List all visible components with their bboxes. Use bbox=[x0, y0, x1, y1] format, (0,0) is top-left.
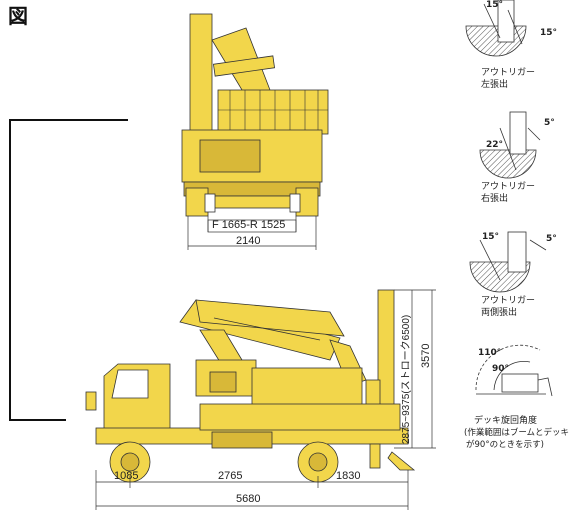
outrigger-stroke-value: 2875~9375(ストローク6500) bbox=[401, 314, 412, 444]
outrigger-left-angle-a: 15° bbox=[486, 0, 504, 10]
deck-rotation-diagram bbox=[475, 344, 553, 397]
outrigger-both-angle-b: 5° bbox=[546, 234, 557, 244]
overall-height-value: 3570 bbox=[420, 343, 432, 368]
side-view-truck bbox=[85, 289, 416, 483]
side-dimension-lines bbox=[95, 289, 436, 510]
outrigger-left-angle-b: 15° bbox=[540, 28, 558, 38]
front-view-truck bbox=[181, 13, 329, 217]
deck-angle-outer: 110° bbox=[478, 348, 502, 358]
outrigger-right-caption-1: アウトリガー bbox=[481, 182, 536, 192]
rear-overhang-value: 1830 bbox=[336, 470, 361, 482]
front-overhang-value: 1085 bbox=[114, 470, 139, 482]
deck-caption-1: デッキ旋回角度 bbox=[474, 416, 538, 426]
overall-length-value: 5680 bbox=[236, 493, 261, 505]
outrigger-left-caption-2: 左張出 bbox=[481, 80, 509, 90]
deck-caption-2: (作業範囲はブームとデッキ bbox=[464, 428, 570, 438]
front-dimension-lines bbox=[187, 216, 317, 250]
outrigger-right-angle-b: 5° bbox=[544, 118, 555, 128]
outrigger-diagram-right bbox=[479, 111, 541, 179]
outrigger-both-caption-1: アウトリガー bbox=[481, 296, 536, 306]
figure-title-glyph: 図 bbox=[8, 4, 28, 28]
deck-angle-inner: 90° bbox=[492, 364, 510, 374]
outrigger-both-caption-2: 両側張出 bbox=[481, 308, 518, 318]
outrigger-right-caption-2: 右張出 bbox=[481, 194, 509, 204]
outrigger-right-angle-a: 22° bbox=[486, 140, 504, 150]
deck-caption-3: が90°のときを示す) bbox=[466, 440, 544, 450]
outrigger-left-caption-1: アウトリガー bbox=[481, 68, 536, 78]
outrigger-diagram-left bbox=[465, 0, 527, 57]
view-connector-bracket bbox=[9, 119, 128, 421]
outrigger-diagram-both bbox=[469, 231, 547, 293]
front-tread-label: F 1665-R 1525 bbox=[212, 219, 286, 231]
wheelbase-value: 2765 bbox=[218, 470, 243, 482]
outrigger-both-angle-a: 15° bbox=[482, 232, 500, 242]
front-overall-width: 2140 bbox=[236, 235, 261, 247]
